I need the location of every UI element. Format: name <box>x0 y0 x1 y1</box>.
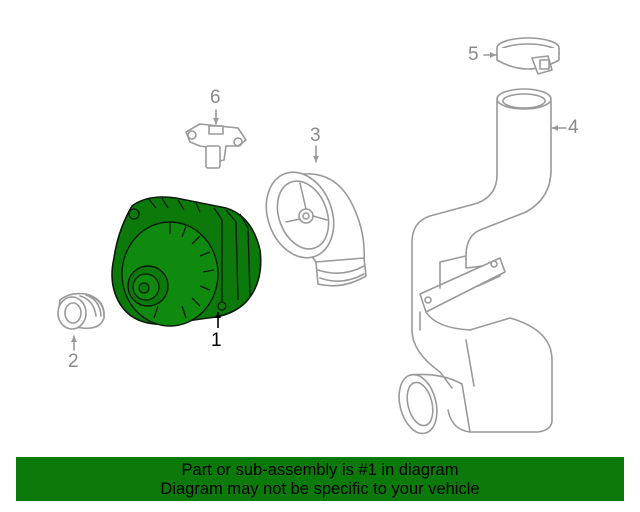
callout-number-6[interactable]: 6 <box>210 87 221 108</box>
parts-diagram <box>57 37 567 437</box>
callout-number-2[interactable]: 2 <box>68 351 79 372</box>
callout-number-5[interactable]: 5 <box>468 44 479 65</box>
callout-number-4[interactable]: 4 <box>568 117 579 138</box>
regulator-part[interactable] <box>185 123 247 169</box>
leader-arrow-3 <box>313 156 319 162</box>
callout-number-3[interactable]: 3 <box>310 125 321 146</box>
pulley-part[interactable] <box>57 292 105 330</box>
air-duct-elbow-part[interactable] <box>255 163 367 287</box>
leader-arrow-2 <box>71 336 77 342</box>
banner-line-disclaimer: Diagram may not be specific to your vehi… <box>160 480 480 498</box>
intake-tube-part[interactable] <box>393 88 553 437</box>
alternator-part[interactable] <box>111 196 262 327</box>
leader-arrow-1 <box>215 312 221 318</box>
part-info-banner: Part or sub-assembly is #1 in diagram Di… <box>16 457 624 501</box>
banner-line-part-info: Part or sub-assembly is #1 in diagram <box>181 461 459 479</box>
leader-arrow-4 <box>552 125 558 131</box>
leader-arrow-5 <box>490 52 496 58</box>
hose-clamp-part[interactable] <box>496 37 560 75</box>
callout-number-1[interactable]: 1 <box>211 330 222 351</box>
leader-arrow-6 <box>213 118 219 124</box>
